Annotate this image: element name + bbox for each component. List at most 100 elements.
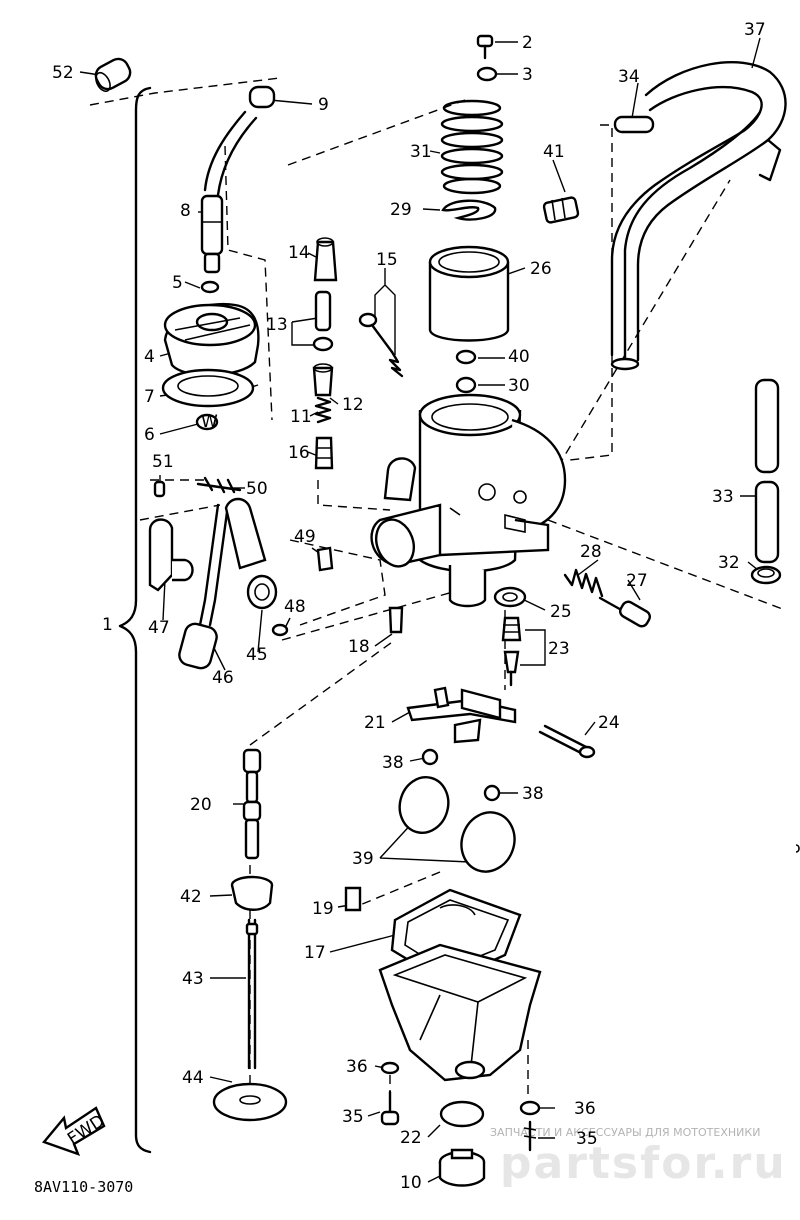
callout-37: 37 bbox=[744, 20, 766, 40]
diagram-code: 8AV110-3070 bbox=[34, 1178, 133, 1196]
part-35-screw-right bbox=[523, 1120, 537, 1152]
part-18-jet bbox=[388, 606, 404, 634]
part-7-gasket bbox=[161, 368, 255, 408]
part-47-bracket bbox=[148, 518, 194, 592]
callout-38-right: 38 bbox=[522, 784, 544, 804]
callout-34: 34 bbox=[618, 67, 640, 87]
part-3-washer bbox=[476, 66, 498, 82]
part-38-plug-left bbox=[421, 748, 439, 766]
part-34-hose bbox=[613, 115, 655, 134]
callout-32: 32 bbox=[718, 553, 740, 573]
edge-fragment bbox=[795, 844, 800, 853]
svg-text:W: W bbox=[201, 412, 218, 432]
callout-27: 27 bbox=[626, 571, 648, 591]
callout-13: 13 bbox=[266, 315, 288, 335]
part-29-clip bbox=[441, 199, 497, 221]
callout-22: 22 bbox=[400, 1128, 422, 1148]
callout-16: 16 bbox=[288, 443, 310, 463]
part-22-oring bbox=[439, 1100, 485, 1128]
callout-2: 2 bbox=[522, 33, 533, 53]
callout-23: 23 bbox=[548, 639, 570, 659]
part-43-needle bbox=[245, 918, 259, 1070]
callout-51: 51 bbox=[152, 452, 174, 472]
callout-14: 14 bbox=[288, 243, 310, 263]
part-10-drain-plug bbox=[438, 1148, 486, 1187]
callout-41: 41 bbox=[543, 142, 565, 162]
part-14-cap bbox=[313, 237, 338, 282]
watermark-caption: ЗАПЧАСТИ И АКСЕССУАРЫ ДЛЯ МОТОТЕХНИКИ bbox=[490, 1126, 760, 1139]
part-37-vent-hose bbox=[610, 60, 787, 371]
part-13-starter-plunger bbox=[312, 290, 334, 352]
callout-6: 6 bbox=[144, 425, 155, 445]
part-45-cap bbox=[224, 497, 278, 610]
callout-26: 26 bbox=[530, 259, 552, 279]
part-27-screw bbox=[598, 596, 651, 628]
part-21-float-arm bbox=[406, 686, 517, 744]
part-44-washer bbox=[212, 1082, 288, 1122]
callout-21: 21 bbox=[364, 713, 386, 733]
callout-3: 3 bbox=[522, 65, 533, 85]
callout-47: 47 bbox=[148, 618, 170, 638]
part-38-plug-right bbox=[483, 784, 501, 802]
part-28-spring bbox=[563, 568, 604, 598]
part-39-floats bbox=[398, 776, 516, 873]
part-24-pin bbox=[538, 724, 596, 759]
callout-19: 19 bbox=[312, 899, 334, 919]
callout-1: 1 bbox=[102, 615, 113, 635]
callout-15: 15 bbox=[376, 250, 398, 270]
part-36-washer-left bbox=[380, 1061, 400, 1075]
part-35-screw-left bbox=[380, 1090, 400, 1126]
part-9-cap bbox=[248, 85, 276, 109]
part-49-plug bbox=[316, 546, 334, 572]
callout-43: 43 bbox=[182, 969, 204, 989]
part-6-washer: W bbox=[195, 412, 219, 432]
part-26-throttle-valve bbox=[428, 245, 510, 342]
callout-45: 45 bbox=[246, 645, 268, 665]
part-31-spring bbox=[440, 99, 504, 195]
part-16-plunger bbox=[314, 436, 334, 470]
callout-36-left: 36 bbox=[346, 1057, 368, 1077]
callout-42: 42 bbox=[180, 887, 202, 907]
callout-9: 9 bbox=[318, 95, 329, 115]
part-19-plug bbox=[344, 886, 362, 912]
part-12-starter-plunger bbox=[312, 363, 334, 397]
watermark-logo: partsfor.ru bbox=[500, 1138, 787, 1189]
part-4-cover bbox=[163, 302, 260, 377]
part-20-jet bbox=[242, 748, 262, 860]
front-arrow-icon: FWD bbox=[41, 1106, 108, 1157]
callout-11: 11 bbox=[290, 407, 312, 427]
callout-5: 5 bbox=[172, 273, 183, 293]
callout-39: 39 bbox=[352, 849, 374, 869]
assembly-bracket bbox=[118, 86, 152, 1154]
callout-17: 17 bbox=[304, 943, 326, 963]
callout-33: 33 bbox=[712, 487, 734, 507]
callout-35-right: 35 bbox=[576, 1129, 598, 1149]
callout-4: 4 bbox=[144, 347, 155, 367]
part-15-screw bbox=[358, 312, 404, 378]
float-bowl bbox=[378, 943, 542, 1082]
callout-31: 31 bbox=[410, 142, 432, 162]
callout-44: 44 bbox=[182, 1068, 204, 1088]
callout-52: 52 bbox=[52, 63, 74, 83]
callout-49: 49 bbox=[294, 527, 316, 547]
part-32-clamp bbox=[750, 565, 782, 585]
callout-10: 10 bbox=[400, 1173, 422, 1193]
part-5-oring bbox=[200, 280, 220, 294]
part-51-plug bbox=[153, 480, 166, 498]
callout-28: 28 bbox=[580, 542, 602, 562]
callout-25: 25 bbox=[550, 602, 572, 622]
part-50-connector bbox=[196, 476, 242, 494]
callout-7: 7 bbox=[144, 387, 155, 407]
part-23-needle-valve bbox=[501, 616, 522, 687]
callout-38-left: 38 bbox=[382, 753, 404, 773]
part-11-spring bbox=[314, 396, 332, 424]
callout-30: 30 bbox=[508, 376, 530, 396]
callout-35-left: 35 bbox=[342, 1107, 364, 1127]
part-46-cable bbox=[178, 503, 230, 670]
part-48-oring bbox=[271, 623, 289, 637]
part-36-washer-right bbox=[519, 1100, 541, 1116]
callout-12: 12 bbox=[342, 395, 364, 415]
part-33-hose bbox=[754, 378, 780, 564]
callout-46: 46 bbox=[212, 668, 234, 688]
